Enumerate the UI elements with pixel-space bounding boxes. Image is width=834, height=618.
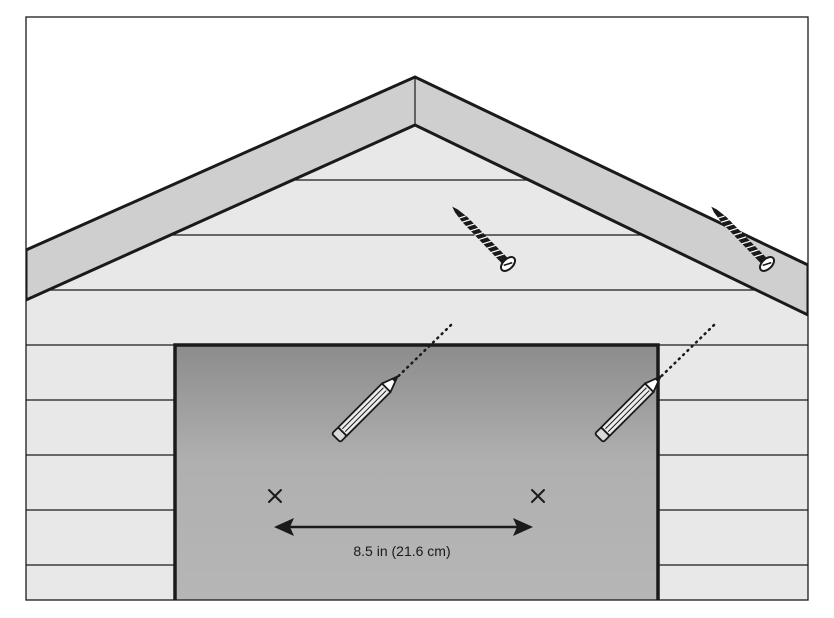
screw-icon — [711, 206, 776, 272]
pencil-icon — [331, 375, 399, 443]
screw-icon — [452, 206, 517, 272]
x-mark-icon — [531, 489, 545, 503]
frame-border — [25, 16, 809, 601]
pencil-icon — [594, 375, 662, 443]
garage-door — [173, 343, 660, 600]
x-mark-icon — [268, 489, 282, 503]
double-arrow-icon — [274, 518, 533, 536]
dimension-label: 8.5 in (21.6 cm) — [353, 543, 450, 559]
